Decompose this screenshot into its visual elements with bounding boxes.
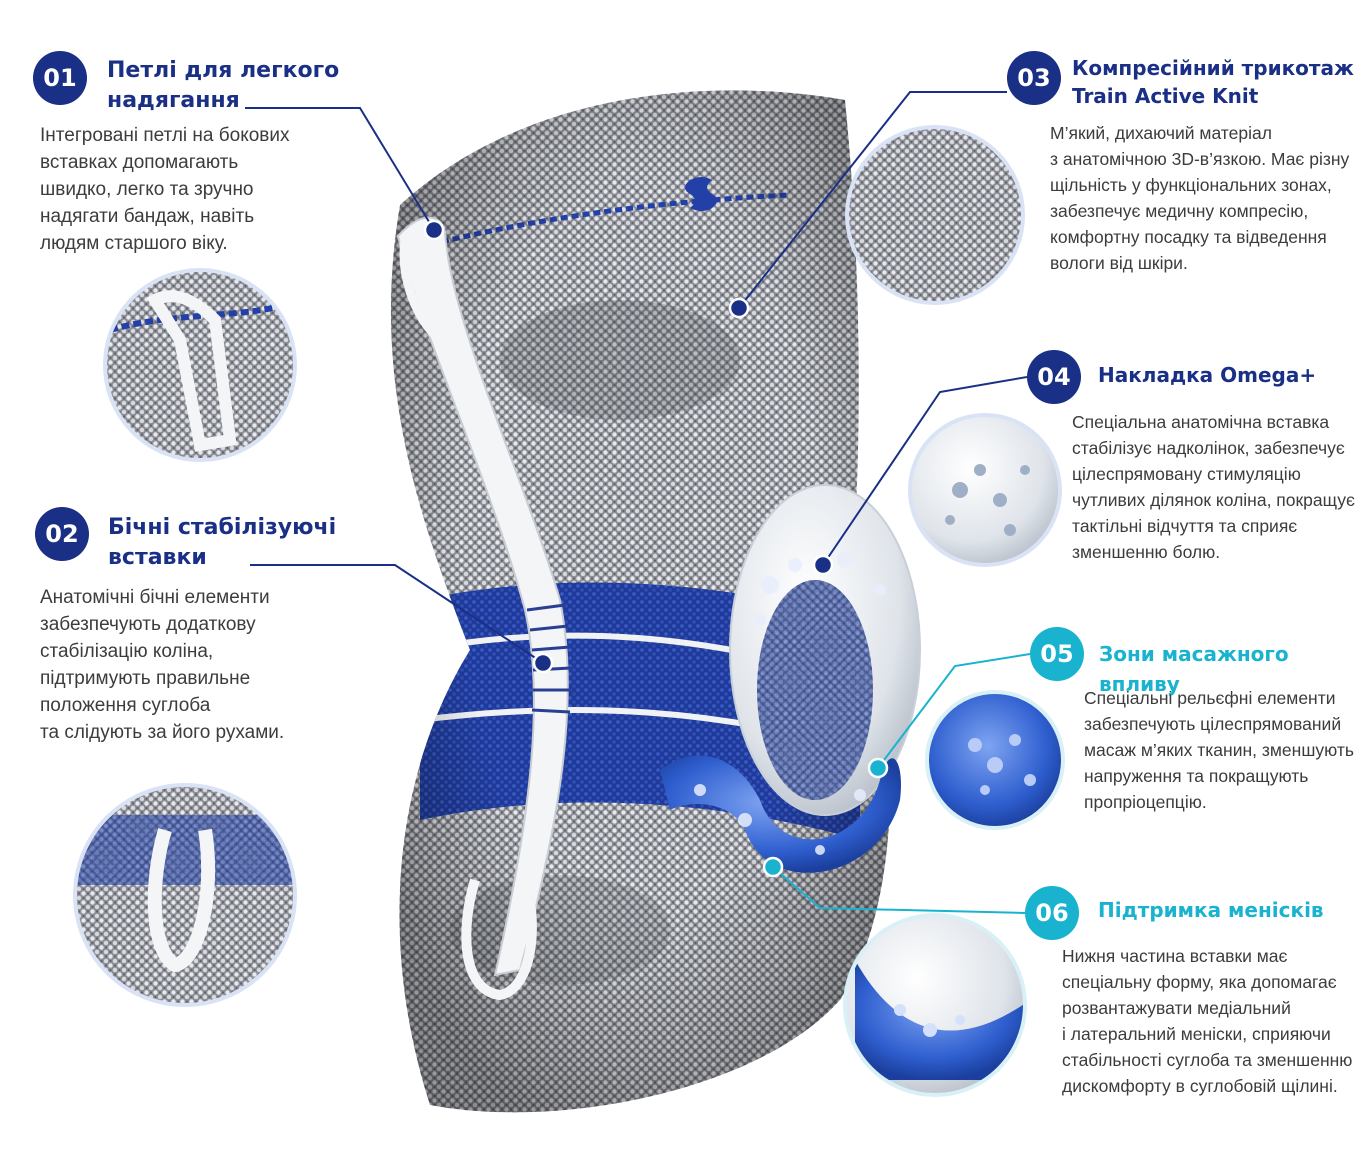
feature-description: Інтегровані петлі на бокових вставках до… <box>40 125 290 254</box>
feature-title: Підтримка менісків <box>1098 898 1324 922</box>
feature-number-badge: 03 <box>1007 51 1061 105</box>
feature-description: Спеціальні рельєфні елементи забезпечуют… <box>1084 688 1354 812</box>
detail-circle-massage <box>925 690 1065 830</box>
leader-endpoints <box>423 219 889 878</box>
feature-number-badge: 05 <box>1030 627 1084 681</box>
feature-description: М’який, дихаючий матеріал з анатомічною … <box>1050 123 1350 273</box>
feature-number-badge: 02 <box>35 507 89 561</box>
omega-insert <box>660 484 921 873</box>
feature-description: Анатомічні бічні елементи забезпечують д… <box>40 587 285 743</box>
feature-number-badge: 01 <box>33 51 87 105</box>
leader-lines <box>245 91 1031 914</box>
detail-circle-meniscus <box>843 913 1027 1097</box>
detail-circle-loop <box>103 268 297 462</box>
feature-title: Компресійний трикотаж Train Active Knit <box>1072 56 1354 108</box>
detail-circle-omega <box>908 413 1062 567</box>
feature-number-badge: 04 <box>1027 350 1081 404</box>
feature-description: Спеціальна анатомічна вставка стабілізує… <box>1072 412 1355 562</box>
feature-title: Бічні стабілізуючі вставки <box>108 515 337 570</box>
brand-logo-icon <box>685 177 717 211</box>
feature-title: Зони масажного впливу <box>1099 642 1289 696</box>
feature-description: Нижня частина вставки має спеціальну фор… <box>1062 946 1353 1096</box>
brace-body <box>390 90 891 1113</box>
detail-circle-knit <box>845 125 1025 305</box>
feature-number-badge: 06 <box>1025 886 1079 940</box>
side-stabilizer-insert <box>396 216 572 1001</box>
feature-title: Накладка Omega+ <box>1098 363 1317 387</box>
feature-title: Петлі для легкого надягання <box>107 58 340 113</box>
detail-circle-stabilizer <box>73 783 297 1007</box>
